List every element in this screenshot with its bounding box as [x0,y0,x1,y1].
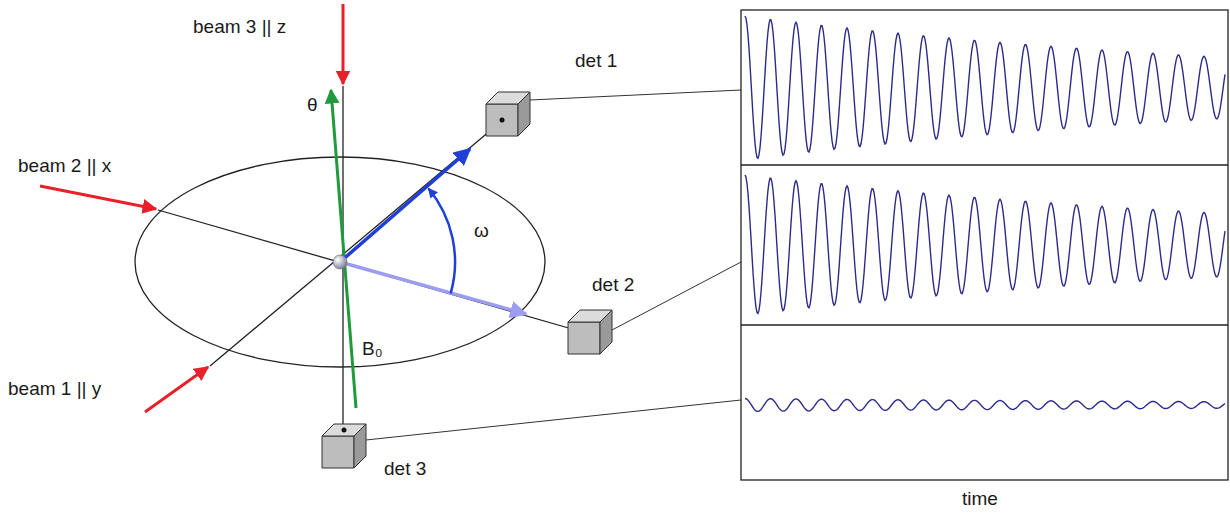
spin-arrow [340,262,526,314]
field-arrow [331,90,356,408]
signal-trace [745,16,1225,158]
beam-label: beam 2 || x [18,155,111,177]
leader-line [366,400,741,440]
detector-label: det 1 [575,50,617,72]
axis-label: time [962,488,998,510]
signal-panel-frame [741,10,1228,480]
angle-symbol: θ [305,94,320,116]
atom-sphere [333,255,347,269]
detector-cube [486,92,530,136]
panel-divider [741,324,1228,325]
x-axis [158,210,572,329]
signal-trace [745,399,1225,412]
beam-label: beam 1 || y [8,378,101,400]
y-axis [210,125,497,366]
beam-label: beam 3 || z [193,16,286,38]
beam-arrow [40,186,156,209]
rotation-arc [429,189,456,294]
field-label: B₀ [362,338,383,360]
beam-arrow [342,4,345,84]
frequency-symbol: ω [474,220,489,242]
panel-divider [741,164,1228,165]
leader-line [530,90,741,100]
detector-label: det 2 [592,274,634,296]
leader-line [612,262,741,330]
signal-trace [745,175,1225,313]
detector-cube [568,310,612,354]
detector-cube [322,424,366,468]
beam-arrow [145,367,208,412]
detector-label: det 3 [384,458,426,480]
spin-arrow [340,149,470,262]
